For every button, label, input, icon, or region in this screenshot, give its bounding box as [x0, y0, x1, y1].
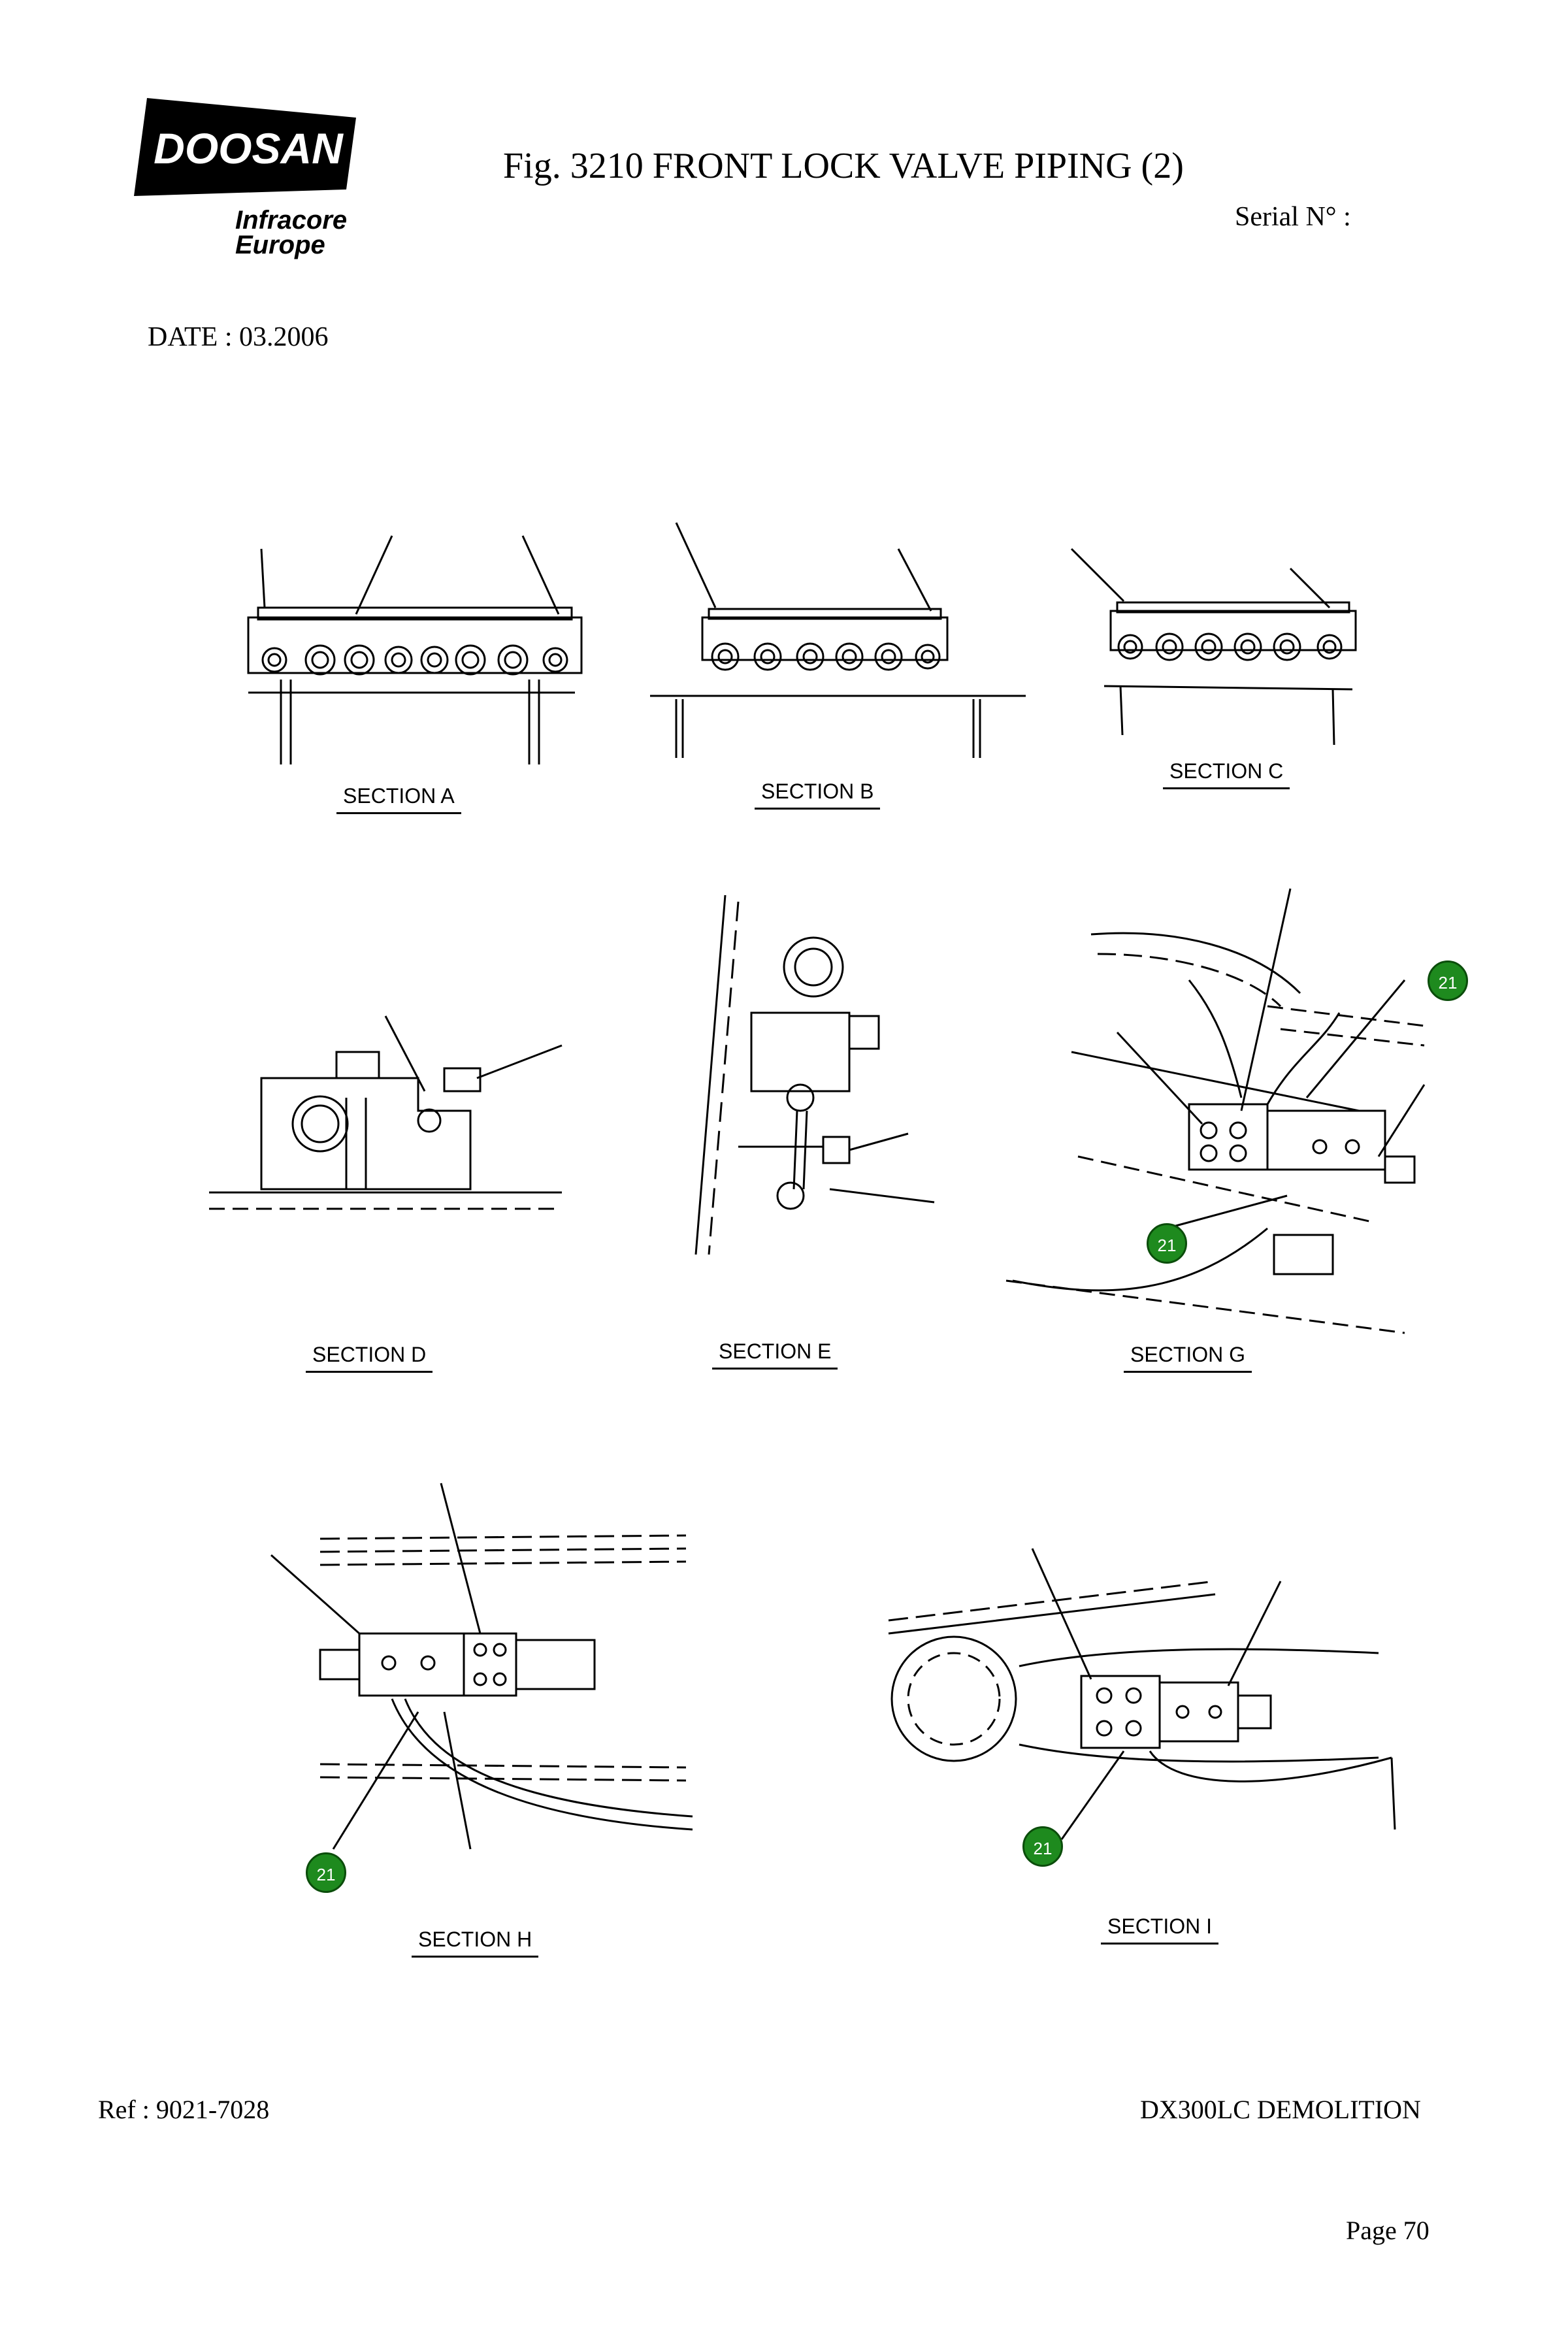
section-i-label: SECTION I: [1101, 1914, 1219, 1945]
page-title: Fig. 3210 FRONT LOCK VALVE PIPING (2): [503, 146, 1184, 186]
section-g-label: SECTION G: [1124, 1343, 1252, 1373]
section-a-label: SECTION A: [336, 784, 461, 814]
callout-21-g-bottom[interactable]: 21: [1147, 1223, 1187, 1264]
section-c-drawing: [1070, 548, 1357, 746]
logo-sub-line1: Infracore: [235, 206, 348, 235]
section-b-label: SECTION B: [755, 780, 881, 810]
section-i-drawing: [888, 1548, 1396, 1840]
callout-21-i[interactable]: 21: [1022, 1826, 1063, 1867]
section-d-label: SECTION D: [306, 1343, 433, 1373]
section-h-label: SECTION H: [412, 1928, 539, 1958]
logo-subtitle: Infracore Europe: [235, 206, 348, 259]
doosan-logo: DOOSAN: [121, 91, 382, 274]
callout-21-h[interactable]: 21: [306, 1852, 346, 1893]
section-e-label: SECTION E: [712, 1339, 838, 1370]
model-name: DX300LC DEMOLITION: [1140, 2095, 1421, 2124]
page-number: Page 70: [1346, 2216, 1429, 2245]
logo-sub-line2: Europe: [235, 231, 325, 259]
section-e-drawing: [694, 894, 935, 1255]
section-b-drawing: [650, 522, 1026, 758]
date-label: DATE : 03.2006: [148, 322, 329, 352]
serial-number-label: Serial N° :: [1235, 202, 1351, 232]
logo-wordmark: DOOSAN: [154, 124, 344, 172]
section-c-label: SECTION C: [1163, 759, 1290, 789]
callout-21-g-top[interactable]: 21: [1428, 960, 1468, 1001]
section-d-drawing: [209, 1015, 563, 1210]
section-g-drawing: [1005, 888, 1426, 1334]
section-a-drawing: [247, 535, 583, 764]
section-h-drawing: [270, 1483, 693, 1850]
reference-number: Ref : 9021-7028: [98, 2095, 270, 2124]
